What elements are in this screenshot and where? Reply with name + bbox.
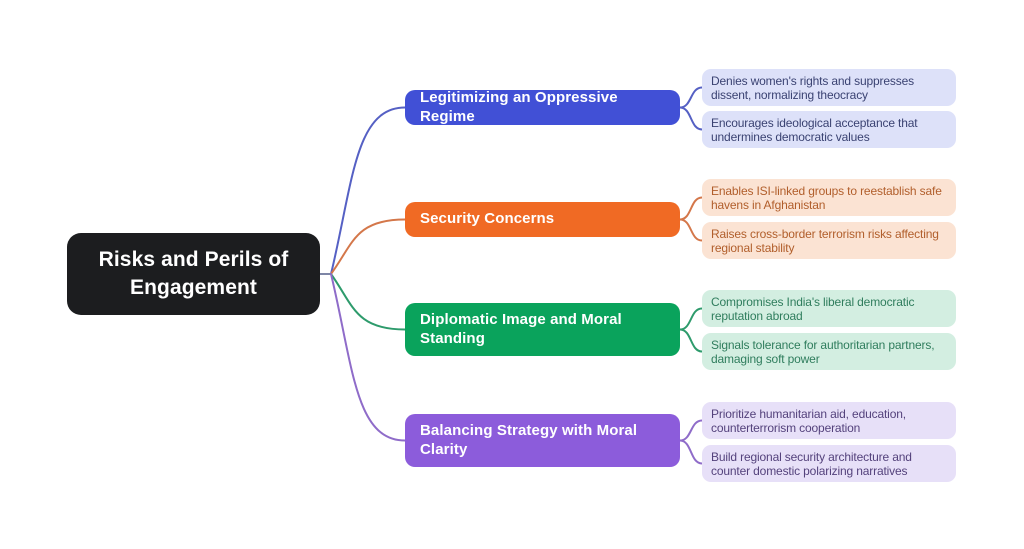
leaf-node-security-1[interactable]: Enables ISI-linked groups to reestablish… bbox=[702, 179, 956, 216]
connector-balancing-to-leaf-2 bbox=[679, 439, 703, 465]
branch-node-diplomatic[interactable]: Diplomatic Image and Moral Standing bbox=[405, 303, 680, 356]
leaf-node-balancing-2[interactable]: Build regional security architecture and… bbox=[702, 445, 956, 482]
leaf-node-legitimizing-2[interactable]: Encourages ideological acceptance that u… bbox=[702, 111, 956, 148]
branch-node-balancing[interactable]: Balancing Strategy with Moral Clarity bbox=[405, 414, 680, 467]
connector-balancing-to-leaf-1 bbox=[679, 419, 703, 442]
leaf-node-security-2[interactable]: Raises cross-border terrorism risks affe… bbox=[702, 222, 956, 259]
connector-root-to-balancing bbox=[330, 273, 406, 442]
leaf-node-diplomatic-2[interactable]: Signals tolerance for authoritarian part… bbox=[702, 333, 956, 370]
connector-diplomatic-to-leaf-2 bbox=[679, 328, 703, 353]
connector-root-to-diplomatic bbox=[330, 273, 406, 331]
connector-security-to-leaf-1 bbox=[679, 196, 703, 221]
branch-node-legitimizing[interactable]: Legitimizing an Oppressive Regime bbox=[405, 89, 680, 125]
leaf-node-balancing-1[interactable]: Prioritize humanitarian aid, education, … bbox=[702, 402, 956, 439]
root-node-label: Risks and Perils of Engagement bbox=[98, 248, 289, 299]
connector-diplomatic-to-leaf-1 bbox=[679, 307, 703, 331]
connector-security-to-leaf-2 bbox=[679, 218, 703, 242]
connector-root-to-legitimizing bbox=[330, 106, 406, 275]
leaf-node-legitimizing-1[interactable]: Denies women's rights and suppresses dis… bbox=[702, 69, 956, 106]
leaf-node-diplomatic-1[interactable]: Compromises India's liberal democratic r… bbox=[702, 290, 956, 327]
connector-root-to-security bbox=[330, 218, 406, 275]
connector-legitimizing-to-leaf-2 bbox=[679, 106, 703, 131]
branch-node-security[interactable]: Security Concerns bbox=[405, 202, 680, 237]
root-node[interactable]: Risks and Perils of Engagement bbox=[67, 233, 320, 315]
connector-legitimizing-to-leaf-1 bbox=[679, 86, 703, 109]
